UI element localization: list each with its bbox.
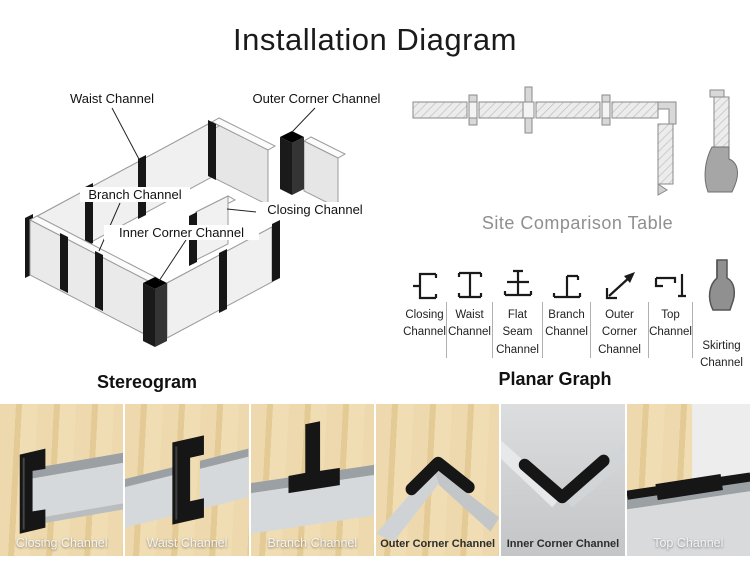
- gallery-caption: Waist Channel: [146, 536, 228, 550]
- gallery-item-outer-corner-channel: Outer Corner Channel: [376, 404, 500, 556]
- channel-gallery: Closing Channel Waist Channel Branch Cha…: [0, 404, 750, 556]
- gallery-caption: Closing Channel: [15, 536, 108, 550]
- outer-corner-channel-photo: [376, 456, 500, 542]
- gallery-item-closing-channel: Closing Channel: [0, 404, 124, 556]
- gallery-item-waist-channel: Waist Channel: [125, 404, 249, 556]
- waist-channel-photo: [125, 435, 249, 528]
- profile-label: Waist Channel: [447, 302, 493, 358]
- callout-waist-channel: Waist Channel: [48, 91, 176, 106]
- gallery-caption: Branch Channel: [267, 536, 358, 550]
- outer-corner-piece: [280, 131, 304, 195]
- profile-waist-channel: Waist Channel: [447, 252, 493, 373]
- top-channel-photo: [626, 404, 750, 556]
- callout-outer-corner-channel: Outer Corner Channel: [233, 91, 400, 106]
- planar-graph-label: Planar Graph: [498, 369, 612, 389]
- top-channel-icon: [654, 274, 686, 298]
- profile-label: Closing Channel: [403, 302, 447, 358]
- closing-channel-icon: [413, 272, 438, 300]
- profile-comparison-row: Closing Channel Waist Channel Flat Seam …: [403, 252, 750, 373]
- gallery-item-top-channel: Top Channel: [626, 404, 750, 556]
- profile-label: Outer Corner Channel: [591, 302, 649, 358]
- profile-label: Top Channel: [649, 302, 693, 358]
- inner-corner-channel-photo: [501, 440, 625, 508]
- flat-seam-channel-icon: [503, 269, 533, 297]
- gallery-caption: Outer Corner Channel: [380, 538, 496, 550]
- gallery-item-branch-channel: Branch Channel: [250, 404, 374, 556]
- callout-closing-channel: Closing Channel: [260, 202, 370, 217]
- callout-branch-channel: Branch Channel: [80, 187, 190, 202]
- closing-channel-photo: [19, 448, 124, 534]
- profile-label: Flat Seam Channel: [493, 302, 543, 358]
- profile-label: Branch Channel: [543, 302, 591, 358]
- profile-top-channel: Top Channel: [649, 252, 693, 373]
- outer-corner-channel-icon: [605, 272, 635, 300]
- skirting-channel-icon: [708, 259, 735, 311]
- inner-corner-piece: [143, 277, 167, 347]
- callout-leader-lines: [98, 107, 316, 282]
- profile-closing-channel: Closing Channel: [403, 252, 447, 373]
- profile-branch-channel: Branch Channel: [543, 252, 591, 373]
- site-comparison-title: Site Comparison Table: [481, 213, 674, 233]
- profile-skirting-channel: Skirting Channel: [693, 252, 750, 373]
- gallery-caption: Top Channel: [653, 536, 724, 550]
- stereogram-label: Stereogram: [96, 372, 198, 392]
- profile-outer-corner-channel: Outer Corner Channel: [591, 252, 649, 373]
- branch-channel-strip: [60, 233, 68, 293]
- stereogram-drawing: [25, 107, 347, 347]
- waist-channel-icon: [457, 271, 483, 299]
- callout-inner-corner-channel: Inner Corner Channel: [104, 225, 259, 240]
- gallery-item-inner-corner-channel: Inner Corner Channel: [501, 404, 625, 556]
- profile-label: Skirting Channel: [700, 340, 743, 370]
- gallery-caption: Inner Corner Channel: [506, 538, 620, 550]
- branch-channel-photo: [250, 421, 374, 534]
- cross-section-drawing: [412, 86, 738, 196]
- profile-flat-seam-channel: Flat Seam Channel: [493, 252, 543, 373]
- page-title: Installation Diagram: [233, 22, 517, 57]
- branch-channel-icon: [552, 274, 582, 299]
